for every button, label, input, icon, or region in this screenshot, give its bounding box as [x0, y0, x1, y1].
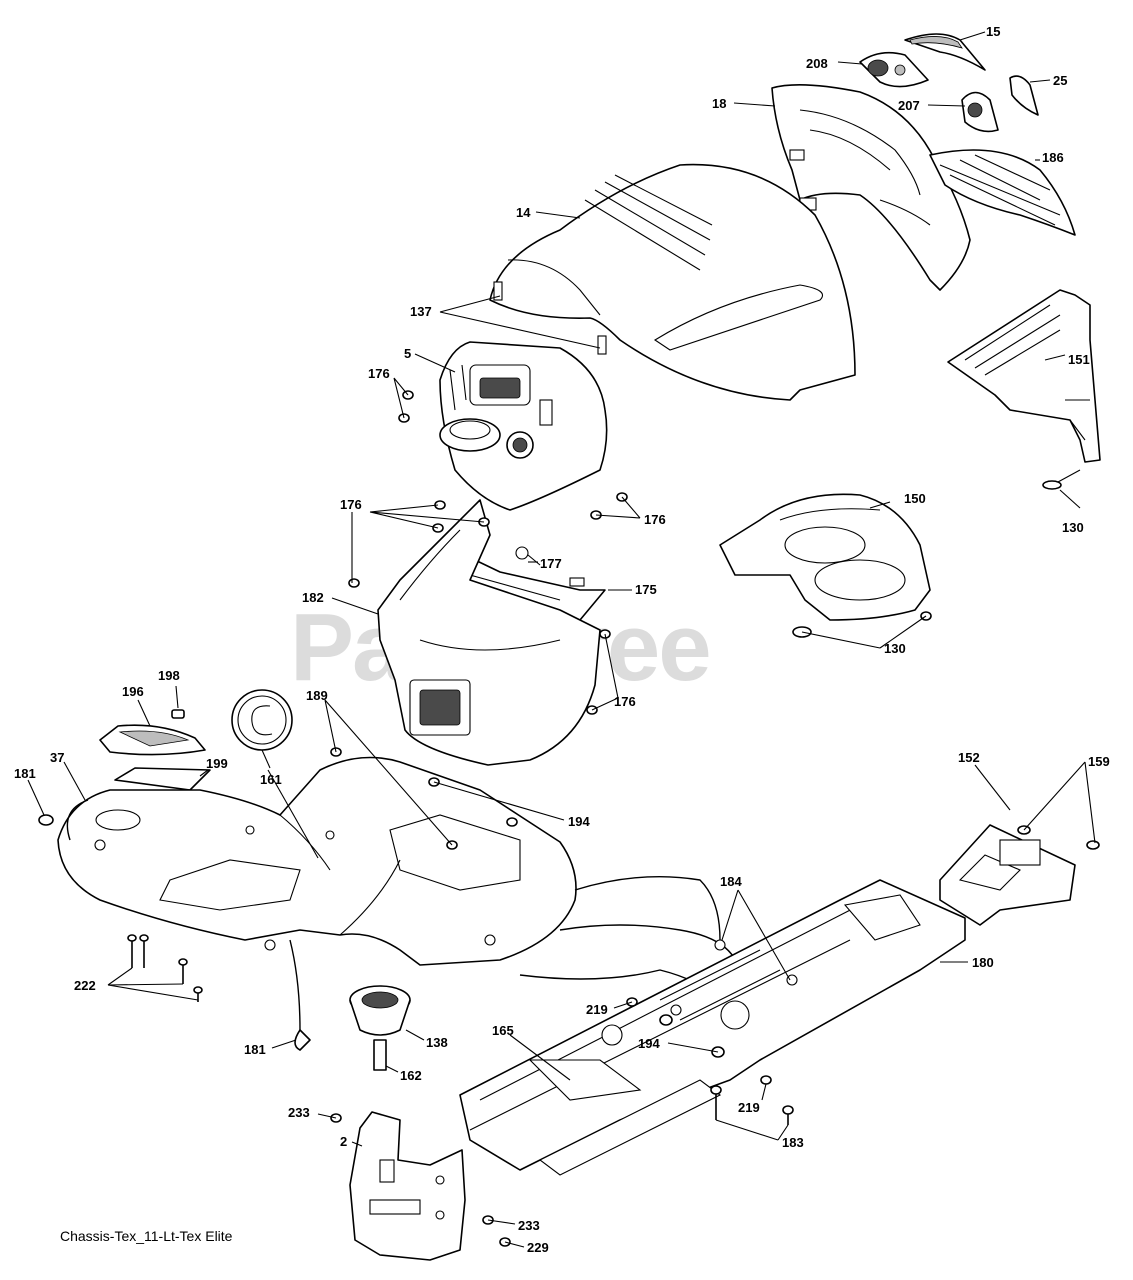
- callout-189: 189: [306, 688, 328, 703]
- part-207: [961, 91, 999, 133]
- callout-159: 159: [1088, 754, 1110, 769]
- callout-138: 138: [426, 1035, 448, 1050]
- callout-5: 5: [404, 346, 411, 361]
- callout-176-a: 176: [368, 366, 390, 381]
- callout-177: 177: [540, 556, 562, 571]
- part-5: [439, 341, 608, 511]
- callout-137: 137: [410, 304, 432, 319]
- part-2: [349, 1111, 466, 1261]
- bolts-222: [127, 934, 203, 1002]
- callout-222: 222: [74, 978, 96, 993]
- callout-151: 151: [1068, 352, 1090, 367]
- callout-14: 14: [516, 205, 531, 220]
- callout-15: 15: [986, 24, 1000, 39]
- callout-184: 184: [720, 874, 742, 889]
- callout-183: 183: [782, 1135, 804, 1150]
- part-15: [904, 33, 986, 71]
- callout-162: 162: [400, 1068, 422, 1083]
- callout-161: 161: [260, 772, 282, 787]
- part-37: [57, 756, 577, 966]
- callout-199: 199: [206, 756, 228, 771]
- part-14: [489, 163, 856, 401]
- callout-25: 25: [1053, 73, 1067, 88]
- callout-194-a: 194: [568, 814, 590, 829]
- part-25: [1009, 75, 1039, 116]
- part-162: [373, 1039, 387, 1071]
- part-151: [947, 289, 1101, 463]
- callout-196: 196: [122, 684, 144, 699]
- callout-181-a: 181: [14, 766, 36, 781]
- part-177: [515, 546, 541, 566]
- callout-130-a: 130: [1062, 520, 1084, 535]
- callout-176-d: 176: [614, 694, 636, 709]
- callout-194-b: 194: [638, 1036, 660, 1051]
- callout-219-a: 219: [586, 1002, 608, 1017]
- callout-175: 175: [635, 582, 657, 597]
- callout-198: 198: [158, 668, 180, 683]
- diagram-caption: Chassis-Tex_11-Lt-Tex Elite: [60, 1228, 233, 1244]
- part-130-bolt-upper: [1042, 469, 1081, 490]
- part-182: [377, 499, 601, 766]
- leader-lines: [27, 31, 1096, 1248]
- callout-233-b: 233: [518, 1218, 540, 1233]
- part-152: [939, 824, 1076, 926]
- callout-208: 208: [806, 56, 828, 71]
- callout-numbers: 15 208 25 18 207 186 14 137 151 5 176 17…: [14, 24, 1110, 1255]
- callout-176-b: 176: [340, 497, 362, 512]
- part-161: [231, 689, 293, 769]
- callout-229: 229: [527, 1240, 549, 1255]
- callout-180: 180: [972, 955, 994, 970]
- callout-130-b: 130: [884, 641, 906, 656]
- callout-233-a: 233: [288, 1105, 310, 1120]
- callout-186: 186: [1042, 150, 1064, 165]
- callout-150: 150: [904, 491, 926, 506]
- callout-207: 207: [898, 98, 920, 113]
- callout-18: 18: [712, 96, 726, 111]
- part-208: [859, 51, 929, 88]
- callout-152: 152: [958, 750, 980, 765]
- part-150: [719, 493, 931, 621]
- part-138: [349, 985, 411, 1036]
- part-181: [38, 814, 311, 1051]
- part-196: [99, 724, 206, 756]
- part-198: [171, 709, 185, 719]
- part-199: [114, 767, 211, 791]
- callout-165: 165: [492, 1023, 514, 1038]
- callout-181-b: 181: [244, 1042, 266, 1057]
- callout-219-b: 219: [738, 1100, 760, 1115]
- callout-182: 182: [302, 590, 324, 605]
- callout-176-c: 176: [644, 512, 666, 527]
- callout-37: 37: [50, 750, 64, 765]
- callout-2: 2: [340, 1134, 347, 1149]
- part-186: [929, 149, 1076, 236]
